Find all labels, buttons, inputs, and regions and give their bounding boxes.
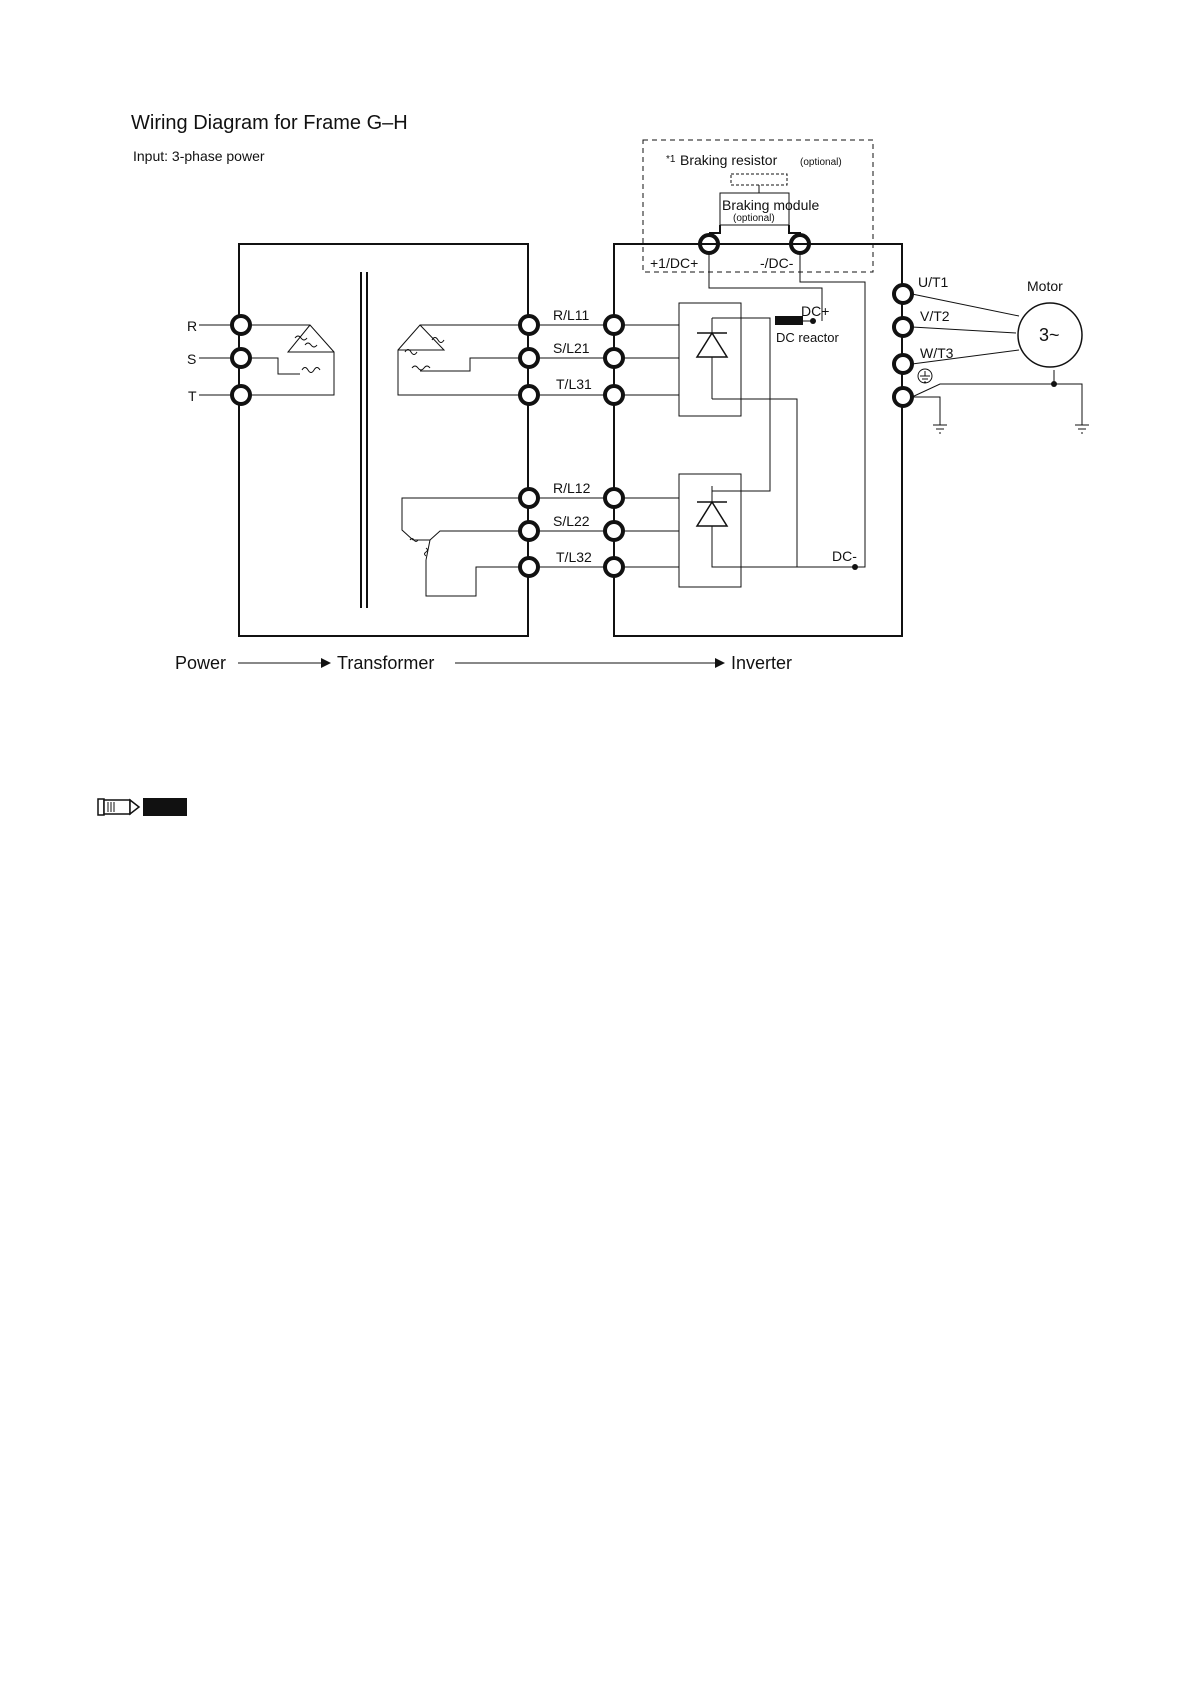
braking-module-label: Braking module [722,197,819,213]
terminal-sl22-label: S/L22 [553,513,590,529]
earth-ground-icon [933,425,947,433]
dc-reactor-label: DC reactor [776,330,840,345]
motor-earth-ground-icon [1075,425,1089,433]
note-pencil-icon [97,796,189,818]
flow-inverter-label: Inverter [731,653,792,673]
braking-resistor-prefix: *1 [666,154,676,165]
braking-option-group: *1 Braking resistor (optional) Braking m… [643,140,873,272]
secondary-winding-1-symbol [398,325,520,395]
flow-power-label: Power [175,653,226,673]
terminal-dcplus-label: +1/DC+ [650,255,698,271]
terminal-s [232,349,250,367]
braking-module-optional: (optional) [733,213,775,224]
dc-plus-label: DC+ [801,303,829,319]
dc-bus-wiring [709,253,865,567]
primary-winding-symbol [250,325,334,395]
input-s-label: S [187,351,196,367]
braking-resistor-optional: (optional) [800,157,842,168]
transformer-box [239,244,528,636]
terminal-dcminus-label: -/DC- [760,255,794,271]
dc-minus-node [852,564,858,570]
motor-label: Motor [1027,278,1063,294]
motor-phase-label: 3~ [1039,325,1060,345]
terminal-rl12-label: R/L12 [553,480,591,496]
wiring-diagram: *1 Braking resistor (optional) Braking m… [0,0,1190,760]
terminal-r [232,316,250,334]
ground-circle-icon [918,369,932,383]
inverter-internal-input-wires [623,325,679,567]
braking-resistor-symbol [731,174,787,185]
input-t-label: T [188,388,197,404]
dc-reactor-symbol [775,316,803,325]
input-r-label: R [187,318,197,334]
terminal-sl21-label: S/L21 [553,340,590,356]
terminal-u-label: U/T1 [918,274,949,290]
terminal-tl32-label: T/L32 [556,549,592,565]
braking-resistor-label: Braking resistor [680,152,778,168]
power-input-terminals: R S T [187,316,250,404]
secondary-winding-2-symbol [402,498,520,596]
dc-minus-label: DC- [832,548,857,564]
inverter-box [614,244,902,636]
terminal-t [232,386,250,404]
terminal-tl31-label: T/L31 [556,376,592,392]
interconnect-wires [538,325,605,567]
terminal-w-label: W/T3 [920,345,954,361]
terminal-v-label: V/T2 [920,308,950,324]
terminal-rl11-label: R/L11 [553,307,590,323]
flow-transformer-label: Transformer [337,653,434,673]
motor-ground-node [1051,381,1057,387]
